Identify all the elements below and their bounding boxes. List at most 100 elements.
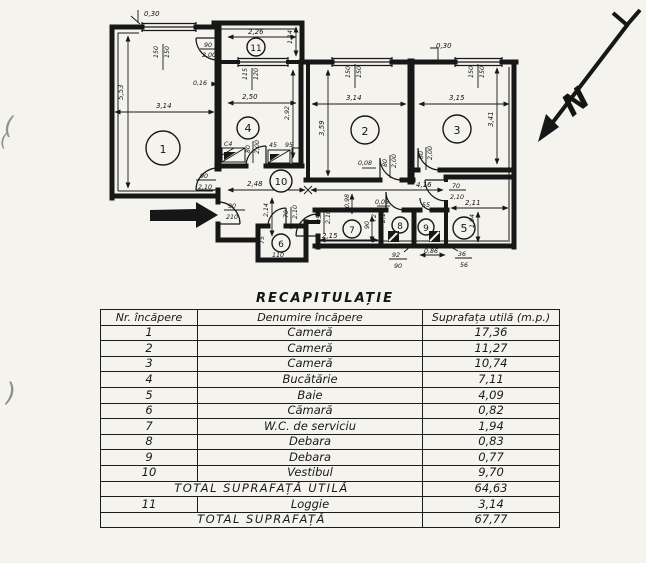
cell-nr: 5 (100, 386, 198, 404)
cell-name: Cameră (197, 324, 423, 342)
cell-name: Debara (197, 449, 423, 466)
cell-area: 0,82 (422, 402, 560, 420)
door-room7-d: 2,10 (325, 210, 332, 224)
windows (141, 22, 503, 67)
table-row: 3 Cameră 10,74 (100, 355, 560, 373)
svg-text:6: 6 (278, 240, 284, 250)
dim-008a: 0,08 (358, 160, 372, 167)
dim-offset-top-right: 0,30 (436, 42, 452, 50)
total-utila-label: TOTAL SUPRAFAȚĂ UTILĂ (100, 480, 423, 498)
dim-wall-016: 0,16 (193, 80, 207, 87)
dim-hall-right: 4,16 (416, 181, 432, 189)
dim-room3-height: 3,41 (487, 111, 495, 127)
total-row: TOTAL SUPRAFAȚĂ 67,77 (100, 511, 560, 529)
dim-loggia-width: 2,26 (248, 28, 264, 36)
window-room3-b: 150 (479, 66, 486, 78)
cell-area: 0,77 (422, 449, 560, 466)
dim-room7-width: 2,15 (322, 232, 338, 240)
window-room2 (331, 57, 393, 67)
window-room3 (454, 57, 503, 67)
door-room9-label: 55 (422, 202, 430, 209)
cell-area: 3,14 (422, 496, 560, 513)
room-8-number: 8 (391, 216, 409, 234)
dim-room7-depth: 90 (364, 221, 371, 229)
door-room4 (245, 145, 267, 167)
cell-area: 0,83 (422, 433, 560, 451)
door-room4-d: 2,00 (254, 140, 261, 154)
total-value: 67,77 (422, 511, 560, 529)
cell-nr: 2 (100, 340, 198, 357)
door-room8-d: 2,10 (380, 209, 387, 223)
room-3-number: 3 (442, 114, 472, 144)
cell-name: Cameră (197, 355, 423, 373)
dim-room1-height: 5,53 (117, 84, 125, 100)
dim-92d: 90 (394, 263, 402, 270)
door-room2-n: 80 (382, 159, 389, 167)
header-row: Nr. încăpere Denumire încăpere Suprafața… (100, 309, 560, 326)
cell-name: Debara (197, 433, 423, 451)
cell-area: 17,36 (422, 324, 560, 342)
door-room6-n: 70 (283, 210, 290, 218)
window-room2-a: 150 (345, 66, 352, 78)
table-row: 8 Debara 0,83 (100, 433, 560, 451)
cell-name: Cămară (197, 402, 423, 420)
recap-title: RECAPITULAȚIE (256, 291, 394, 306)
door-entry-n: 90 (228, 203, 236, 210)
cell-nr: 11 (100, 496, 198, 513)
table-row: 2 Cameră 11,27 (100, 340, 560, 357)
dim-086: 0,86 (424, 248, 438, 255)
window-room1-b: 150 (164, 46, 171, 58)
table-row: 4 Bucătărie 7,11 (100, 371, 560, 388)
cell-name: Loggie (197, 496, 423, 513)
door-room7 (295, 213, 319, 237)
dim-hall-depth: 2,14 (263, 203, 270, 217)
cell-nr: 10 (100, 464, 198, 482)
dim-room6-length: 110 (272, 252, 284, 259)
cell-nr: 6 (100, 402, 198, 420)
dim-room1-width: 3,14 (156, 102, 172, 110)
door-room4-n: 80 (245, 145, 252, 153)
door-loggia-n: 90 (204, 42, 212, 49)
cell-name: Cameră (197, 340, 423, 357)
cell-area: 7,11 (422, 371, 560, 388)
header-nr: Nr. încăpere (100, 309, 198, 326)
dim-room5-width: 2,11 (465, 199, 481, 207)
dim-hall-left: 2,48 (247, 180, 263, 188)
door-room1 (195, 167, 219, 191)
header-suprafata: Suprafața utilă (m.p.) (422, 309, 560, 326)
cell-area: 11,27 (422, 340, 560, 357)
dim-room2-width: 3,14 (346, 94, 362, 102)
svg-text:10: 10 (275, 177, 288, 188)
room-1-number: 1 (145, 130, 181, 166)
dim-room3-width: 3,15 (449, 94, 465, 102)
north-arrow: N (538, 8, 642, 142)
svg-text:2: 2 (362, 125, 369, 138)
cell-area: 1,94 (422, 418, 560, 435)
door-room3 (417, 147, 441, 171)
room-9-number: 9 (417, 218, 435, 236)
scan-artifact-paren3: ) (6, 378, 17, 408)
cell-nr: 1 (100, 324, 198, 342)
door-room3-d: 2,00 (427, 146, 434, 160)
svg-text:11: 11 (250, 44, 261, 54)
dim-56d: 56 (460, 262, 468, 269)
table-row: 10 Vestibul 9,70 (100, 464, 560, 482)
dim-loggia-height: 1,14 (287, 30, 294, 44)
door-room1-n: 90 (200, 173, 208, 180)
dim-room4-width: 2,50 (242, 93, 258, 101)
door-room5 (424, 179, 447, 202)
fixture-c4-label: C4 (224, 141, 232, 148)
dim-92n: 92 (392, 252, 400, 259)
entrance-arrow (150, 202, 218, 228)
cell-name: W.C. de serviciu (197, 418, 423, 435)
fixture-95-label: 95 (285, 142, 293, 149)
total-label: TOTAL SUPRAFAȚĂ (100, 511, 423, 529)
cell-area: 4,09 (422, 386, 560, 404)
svg-text:5: 5 (461, 222, 468, 235)
cell-nr: 8 (100, 433, 198, 451)
table-row: 5 Baie 4,09 (100, 386, 560, 404)
door-room2 (379, 157, 403, 181)
cell-name: Vestibul (197, 464, 423, 482)
dim-36n: 36 (458, 251, 466, 258)
